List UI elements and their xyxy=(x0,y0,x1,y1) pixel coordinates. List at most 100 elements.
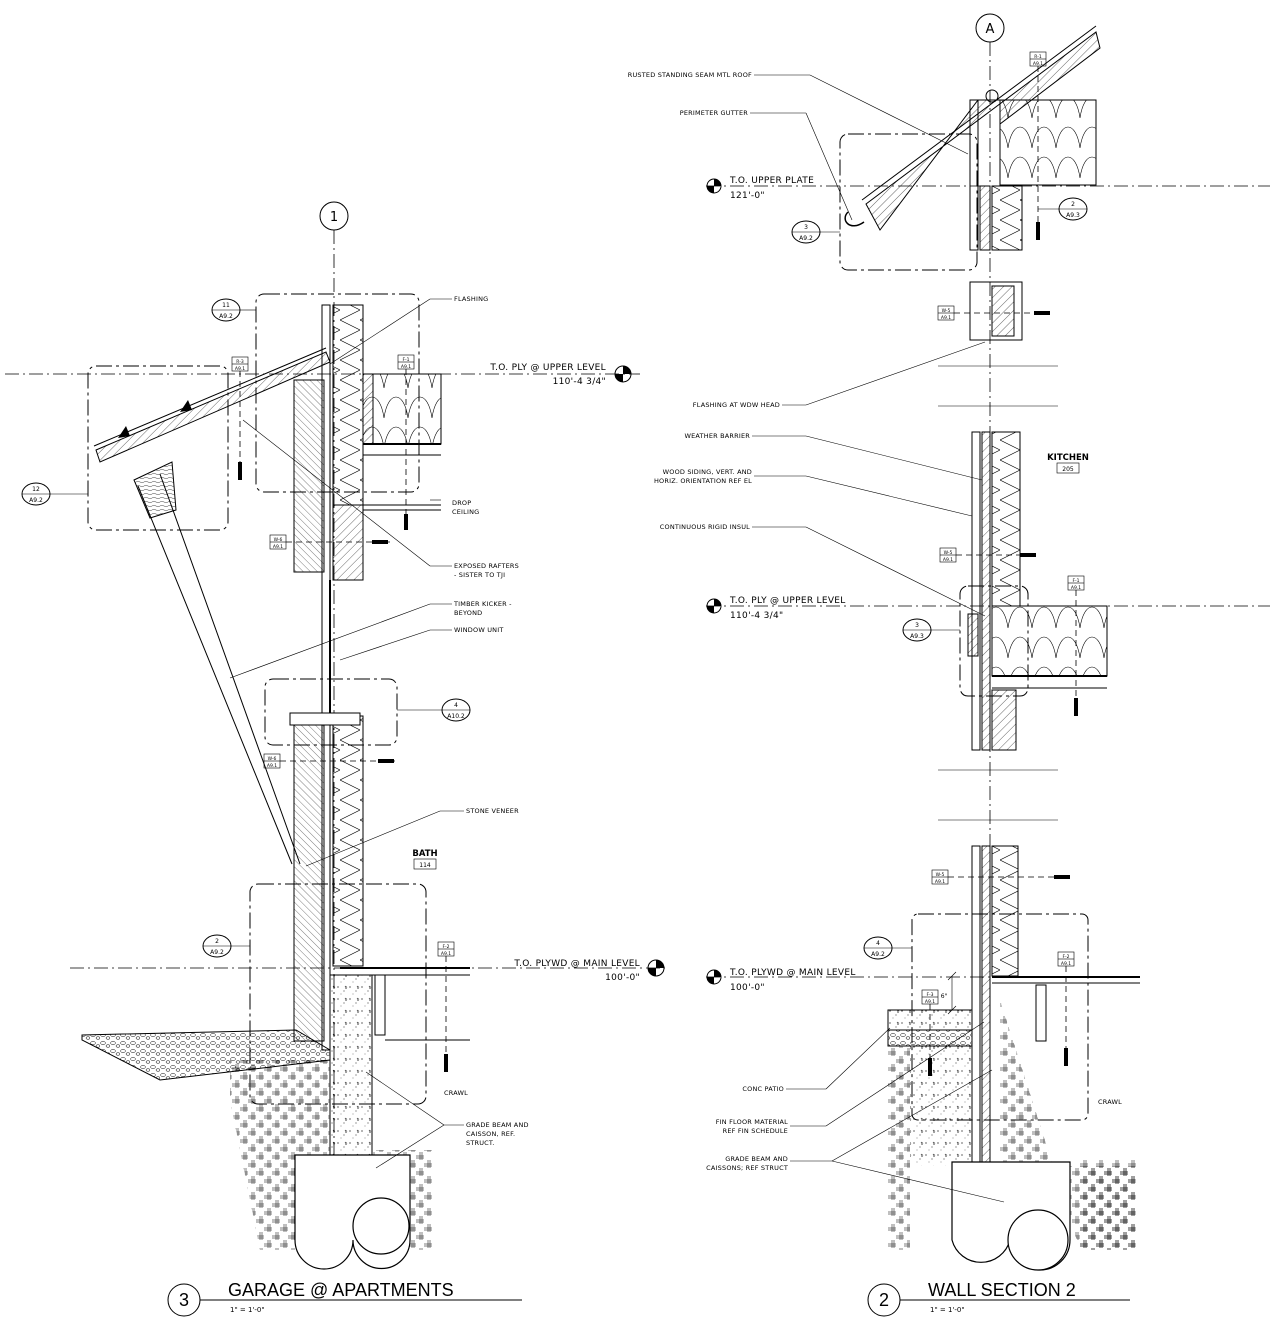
level-marker-upper-r: T.O. PLY @ UPPER LEVEL 110'-4 3/4" xyxy=(706,596,846,621)
grade xyxy=(81,974,432,1270)
tag-roof-r3[interactable]: R-3 A9.1 xyxy=(231,356,249,480)
svg-text:F-1: F-1 xyxy=(402,357,409,363)
tag-wall-w5-3[interactable]: W-5 A9.1 xyxy=(931,869,1070,885)
detail-callout-12[interactable] xyxy=(87,365,229,531)
tag-wall-w5-2[interactable]: W-5 A9.1 xyxy=(939,547,1036,563)
svg-text:114: 114 xyxy=(419,862,431,869)
detail-tag-2-a93[interactable]: 2 A9.3 xyxy=(1038,197,1088,221)
svg-text:W-5: W-5 xyxy=(944,550,953,556)
note-rafters-2: - SISTER TO TJI xyxy=(454,571,505,579)
level-marker-upper: T.O. PLY @ UPPER LEVEL 110'-4 3/4" xyxy=(489,363,632,387)
detail-tag-4-a92[interactable]: 4 A9.2 xyxy=(863,936,912,960)
svg-text:3: 3 xyxy=(804,224,808,231)
roof-assembly-r xyxy=(844,25,1101,231)
note-grade-right-1: GRADE BEAM AND xyxy=(725,1155,788,1163)
detail-tag-12[interactable]: 12 A9.2 xyxy=(21,482,88,506)
level-name-upper-r: T.O. PLY @ UPPER LEVEL xyxy=(729,596,846,606)
dimension-6in: 6" xyxy=(941,971,957,1015)
tag-floor-f2-left[interactable]: F-2 A9.1 xyxy=(437,941,455,1072)
tag-floor-f3[interactable]: F-3 A9.1 xyxy=(921,989,939,1076)
right-section: A T.O. UPPER PLATE 121'-0" T.O. PLY @ UP… xyxy=(628,13,1270,1317)
detail-tag-2[interactable]: 2 A9.2 xyxy=(202,934,250,958)
left-section: 1 T.O. PLY @ UPPER LEVEL 110'-4 3/4" T.O… xyxy=(5,201,665,1317)
detail-tag-11[interactable]: 11 A9.2 xyxy=(211,298,256,322)
svg-text:BATH: BATH xyxy=(412,849,437,859)
svg-text:F-2: F-2 xyxy=(442,944,449,950)
svg-text:A9.1: A9.1 xyxy=(941,315,951,321)
svg-text:4: 4 xyxy=(454,702,458,709)
detail-callout-3-a93[interactable] xyxy=(959,585,1029,697)
svg-text:A9.3: A9.3 xyxy=(910,633,924,640)
level-marker-plate: T.O. UPPER PLATE 121'-0" xyxy=(706,176,814,201)
note-patio: CONC PATIO xyxy=(742,1085,784,1093)
svg-text:A9.1: A9.1 xyxy=(267,763,277,769)
detail-callout-4-a92[interactable] xyxy=(911,913,1089,1121)
note-weather: WEATHER BARRIER xyxy=(684,432,750,440)
detail-callout-4[interactable] xyxy=(264,678,398,746)
note-kicker-2: BEYOND xyxy=(454,609,482,617)
note-drop-ceiling-1: DROP xyxy=(452,499,471,507)
tag-floor-f1-right[interactable]: F-1 A9.1 xyxy=(1067,575,1085,716)
level-elev-plate: 121'-0" xyxy=(730,191,765,201)
svg-text:F-2: F-2 xyxy=(1062,954,1069,960)
tag-wall-w6-upper[interactable]: W-6 A9.1 xyxy=(269,534,390,550)
svg-text:W-5: W-5 xyxy=(936,872,945,878)
note-gutter: PERIMETER GUTTER xyxy=(680,109,749,117)
svg-text:A9.1: A9.1 xyxy=(1033,61,1043,67)
svg-text:A9.2: A9.2 xyxy=(29,497,43,504)
level-elev-main: 100'-0" xyxy=(605,973,640,983)
section-title-text-right: WALL SECTION 2 xyxy=(928,1280,1076,1300)
svg-text:R-3: R-3 xyxy=(236,359,244,365)
level-elev-main-r: 100'-0" xyxy=(730,983,765,993)
svg-text:4: 4 xyxy=(876,940,880,947)
note-wdw-head: FLASHING AT WDW HEAD xyxy=(693,401,780,409)
svg-text:A9.1: A9.1 xyxy=(235,366,245,372)
detail-callout-2[interactable] xyxy=(249,883,427,1105)
detail-callout-11[interactable] xyxy=(255,293,420,493)
svg-text:2: 2 xyxy=(1071,201,1075,208)
level-marker-main: T.O. PLYWD @ MAIN LEVEL 100'-0" xyxy=(513,959,665,983)
svg-text:A9.1: A9.1 xyxy=(441,951,451,957)
svg-text:A9.2: A9.2 xyxy=(799,235,813,242)
tag-roof-r1[interactable]: R-1 A9.1 xyxy=(1029,51,1047,240)
wall-middle-r xyxy=(967,431,1108,751)
note-rafters-1: EXPOSED RAFTERS xyxy=(454,562,519,570)
svg-text:F-1: F-1 xyxy=(1072,578,1079,584)
detail-tag-3-a93[interactable]: 3 A9.3 xyxy=(902,618,960,642)
section-number-right: 2 xyxy=(879,1290,889,1310)
svg-text:A9.2: A9.2 xyxy=(871,951,885,958)
tag-wall-w6-lower[interactable]: W-6 A9.1 xyxy=(263,753,395,769)
note-crawl-left: CRAWL xyxy=(444,1089,468,1097)
section-number-left: 3 xyxy=(179,1290,189,1310)
tag-wall-w5-1[interactable]: W-5 A9.1 xyxy=(937,305,1050,321)
svg-text:F-3: F-3 xyxy=(926,992,933,998)
wall-upper-r xyxy=(969,99,1023,341)
note-fin-1: FIN FLOOR MATERIAL xyxy=(716,1118,788,1126)
svg-text:205: 205 xyxy=(1062,466,1074,473)
svg-text:KITCHEN: KITCHEN xyxy=(1047,453,1089,463)
level-elev-upper: 110'-4 3/4" xyxy=(553,377,606,387)
detail-tag-3-a92[interactable]: 3 A9.2 xyxy=(791,220,840,244)
stone-veneer-lower xyxy=(293,715,325,1042)
detail-callout-3-a92[interactable] xyxy=(839,133,978,271)
wall-lower-r xyxy=(971,845,1140,1167)
section-title-left: 3 GARAGE @ APARTMENTS 1" = 1'-0" xyxy=(167,1280,522,1317)
detail-tag-4[interactable]: 4 A10.2 xyxy=(397,698,471,722)
note-window: WINDOW UNIT xyxy=(454,626,504,634)
note-grade-left-3: STRUCT. xyxy=(466,1139,495,1147)
tag-floor-f2-right[interactable]: F-2 A9.1 xyxy=(1057,951,1075,1066)
section-scale-right: 1" = 1'-0" xyxy=(930,1306,965,1314)
svg-text:A9.1: A9.1 xyxy=(1071,585,1081,591)
svg-text:11: 11 xyxy=(222,302,230,309)
note-fin-2: REF FIN SCHEDULE xyxy=(723,1127,788,1135)
note-roof: RUSTED STANDING SEAM MTL ROOF xyxy=(628,71,752,79)
svg-text:A9.1: A9.1 xyxy=(401,364,411,370)
note-grade-right-2: CAISSONS; REF STRUCT xyxy=(706,1164,788,1172)
svg-text:A10.2: A10.2 xyxy=(447,713,465,720)
leaders-right xyxy=(750,74,1005,1203)
svg-text:A9.2: A9.2 xyxy=(219,313,233,320)
svg-text:A9.1: A9.1 xyxy=(273,544,283,550)
section-scale-left: 1" = 1'-0" xyxy=(230,1306,265,1314)
tag-floor-f1-left[interactable]: F-1 A9.1 xyxy=(397,354,415,530)
